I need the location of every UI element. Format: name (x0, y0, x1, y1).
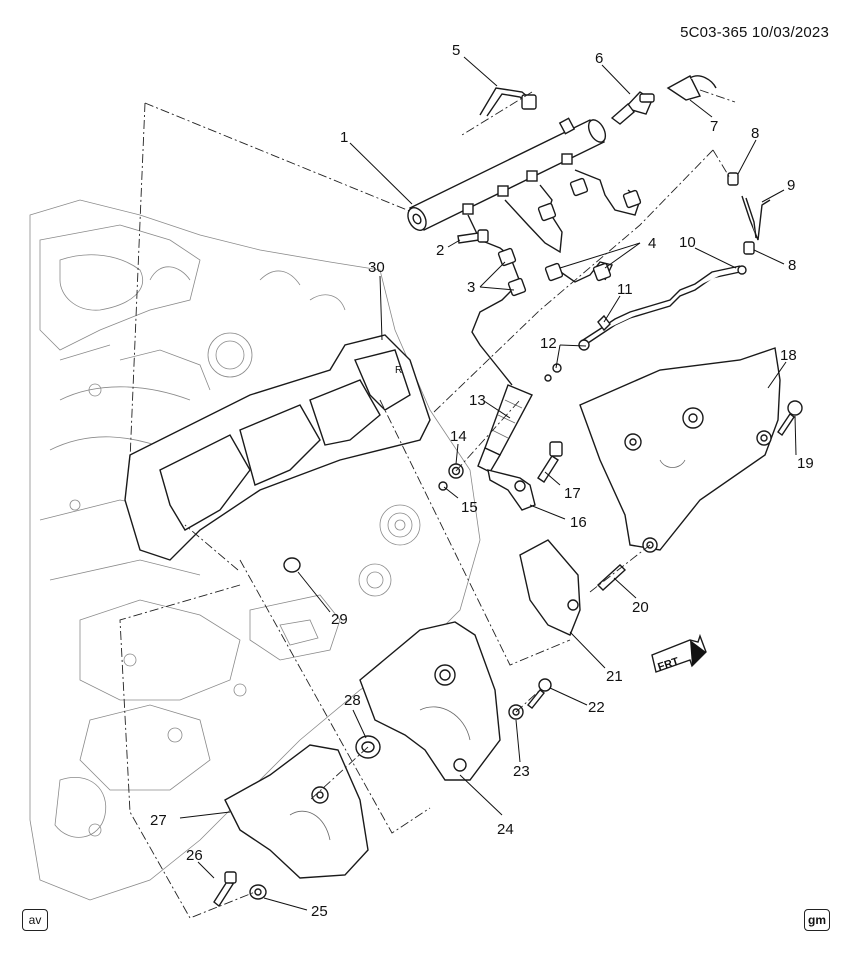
heat-shield-bolt (777, 400, 803, 437)
callout-21: 21 (606, 668, 623, 685)
callout-25: 25 (311, 903, 328, 920)
upper-heat-shield (579, 347, 781, 553)
fuel-feed-line (479, 87, 537, 117)
diagram-reference-id: 5C03-365 10/03/2023 (680, 24, 829, 41)
callout-17: 17 (564, 485, 581, 502)
callout-19: 19 (797, 455, 814, 472)
callout-22: 22 (588, 699, 605, 716)
callout-8-lower: 8 (788, 257, 796, 274)
clamp-bolt (537, 441, 563, 483)
callout-7: 7 (710, 118, 718, 135)
callout-8-upper: 8 (751, 125, 759, 142)
callout-9: 9 (787, 177, 795, 194)
manifold-cover (224, 744, 369, 879)
callout-18: 18 (780, 347, 797, 364)
callout-23: 23 (513, 763, 530, 780)
callout-30: 30 (368, 259, 385, 276)
callout-20: 20 (632, 599, 649, 616)
lower-heat-shield (359, 621, 501, 781)
callout-11: 11 (617, 281, 633, 298)
engine-block-background (29, 199, 481, 901)
fuel-injector (477, 384, 533, 473)
av-badge: av (22, 909, 48, 931)
alignment-lines (119, 89, 736, 919)
fuel-pressure-sensor (610, 91, 655, 125)
callout-13: 13 (469, 392, 486, 409)
callout-16: 16 (570, 514, 587, 531)
callout-24: 24 (497, 821, 514, 838)
injector-fuel-lines (467, 169, 642, 386)
injector-clamp (487, 469, 536, 511)
callout-27: 27 (150, 812, 167, 829)
callout-14: 14 (450, 428, 467, 445)
callout-28: 28 (344, 692, 361, 709)
svg-text:R: R (395, 365, 402, 376)
callout-10: 10 (679, 234, 696, 251)
callout-1: 1 (340, 129, 348, 146)
front-direction-marker: FRT (651, 633, 707, 674)
callout-5: 5 (452, 42, 460, 59)
callout-29: 29 (331, 611, 348, 628)
callout-26: 26 (186, 847, 203, 864)
fuel-rail (407, 117, 607, 231)
cover-fasteners (213, 557, 301, 908)
shield-stud (596, 564, 627, 591)
heat-shield-bracket (519, 539, 581, 636)
gm-logo-badge: gm (804, 909, 830, 931)
callout-6: 6 (595, 50, 603, 67)
intake-gasket-frame: R (124, 334, 431, 561)
vent-hose-assembly (727, 172, 771, 255)
return-line-fittings (544, 314, 611, 382)
callout-numbers: 1 2 3 4 5 6 7 8 8 9 10 11 12 13 14 15 16… (150, 42, 814, 920)
sensor-connector (666, 75, 717, 101)
callout-3: 3 (467, 279, 475, 296)
callout-12: 12 (540, 335, 557, 352)
leader-lines (179, 56, 797, 911)
callout-4: 4 (648, 235, 656, 252)
callout-15: 15 (461, 499, 478, 516)
callout-2: 2 (436, 242, 444, 259)
